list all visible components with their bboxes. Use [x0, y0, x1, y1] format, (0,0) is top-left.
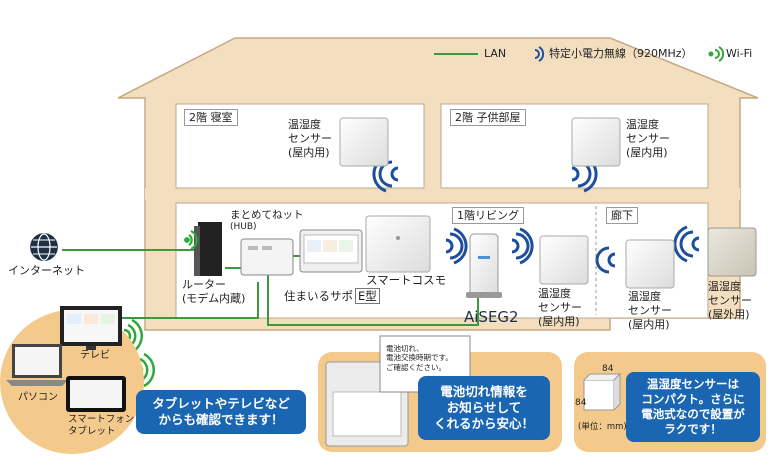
legend-wireless-icon: [534, 46, 545, 62]
room-label-bedroom: 2階 寝室: [184, 109, 238, 126]
hub-icon: [240, 238, 294, 276]
sensor-living-label: 温湿度センサー(屋内用): [538, 287, 582, 328]
smart-cosmo-label: スマートコスモ: [366, 273, 447, 287]
smart-cosmo-panel: [365, 215, 431, 273]
sumai-sapo-monitor: [299, 229, 363, 273]
callout-battery: 電池切れ情報をお知らせしてくれるから安心！: [418, 376, 550, 440]
sensor-kids: [571, 117, 621, 167]
legend-wireless: 特定小電力無線（920MHz）: [549, 47, 693, 60]
sumai-sapo-badge: E型: [355, 288, 380, 304]
sensor-hallway: [625, 239, 675, 289]
sensor-outdoor: [707, 227, 757, 277]
pc-label: パソコン: [18, 392, 58, 403]
router-label: ルーター(モデム内蔵): [182, 278, 246, 305]
sensor-bedroom-label: 温湿度センサー(屋内用): [288, 118, 332, 159]
sensor-kids-label: 温湿度センサー(屋内用): [626, 118, 670, 159]
room-label-living: 1階リビング: [452, 207, 524, 224]
legend-lan: LAN: [484, 47, 507, 60]
sensor-outdoor-label: 温湿度センサー(屋外用): [708, 280, 752, 321]
router-icon: [194, 222, 222, 276]
pc-icon: [6, 344, 68, 386]
compact-sensor-box: [583, 379, 615, 411]
battery-notice-text: 電池切れ、電池交換時期です。ご確認ください。: [386, 344, 453, 372]
dimension-unit: (単位：mm): [578, 422, 627, 432]
dimension-width: 84: [602, 364, 614, 374]
upper-floor-band: [145, 188, 740, 200]
legend-wifi: Wi-Fi: [726, 47, 753, 60]
sensor-hallway-label: 温湿度センサー(屋内用): [628, 290, 672, 331]
aiseg-label: AiSEG2: [464, 308, 519, 326]
phone-tablet-label: スマートフォンタブレット: [68, 414, 135, 437]
sensor-bedroom: [339, 117, 389, 167]
tv-icon: [60, 306, 122, 350]
sensor-living: [539, 235, 589, 285]
dimension-height: 84: [575, 398, 587, 408]
callout-tablet: タブレットやテレビなどからも確認できます！: [136, 390, 306, 434]
tv-label: テレビ: [80, 350, 110, 361]
callout-compact: 温湿度センサーはコンパクト。さらに電池式なので設置がラクです！: [626, 372, 760, 442]
globe-icon: [30, 233, 58, 261]
tablet-icon: [66, 376, 126, 412]
legend-wifi-icon: [708, 46, 725, 62]
hub-label: まとめてねット(HUB): [230, 209, 304, 233]
router-wifi-icon: [184, 230, 198, 250]
room-label-hallway: 廊下: [606, 207, 638, 224]
room-label-kids: 2階 子供部屋: [450, 109, 526, 126]
aiseg-device: [466, 233, 502, 298]
wireless-waves: [372, 155, 700, 274]
internet-label: インターネット: [8, 264, 85, 277]
